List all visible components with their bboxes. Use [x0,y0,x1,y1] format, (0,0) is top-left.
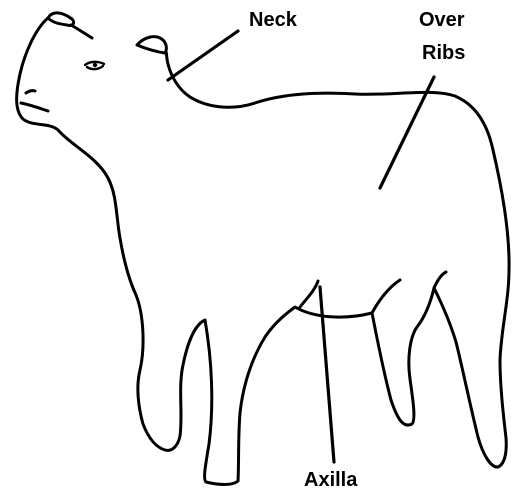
mouth-line [21,103,48,111]
right-ear-outline [137,37,166,53]
belly-fold [372,280,400,313]
head-fold [71,25,92,38]
axilla-leader-line [320,287,334,462]
left-ear-outline [48,13,74,26]
over-ribs-label-ribs: Ribs [422,41,465,65]
nostril [26,91,35,93]
axilla-label: Axilla [304,468,357,492]
axilla-crease [300,281,318,307]
over-ribs-label-over: Over [419,8,465,32]
eye-icon [85,62,104,69]
neck-leader-line [168,31,238,80]
neck-label: Neck [249,8,297,32]
hind-leg-inner [434,272,446,288]
lamb-body-outline [17,18,509,485]
